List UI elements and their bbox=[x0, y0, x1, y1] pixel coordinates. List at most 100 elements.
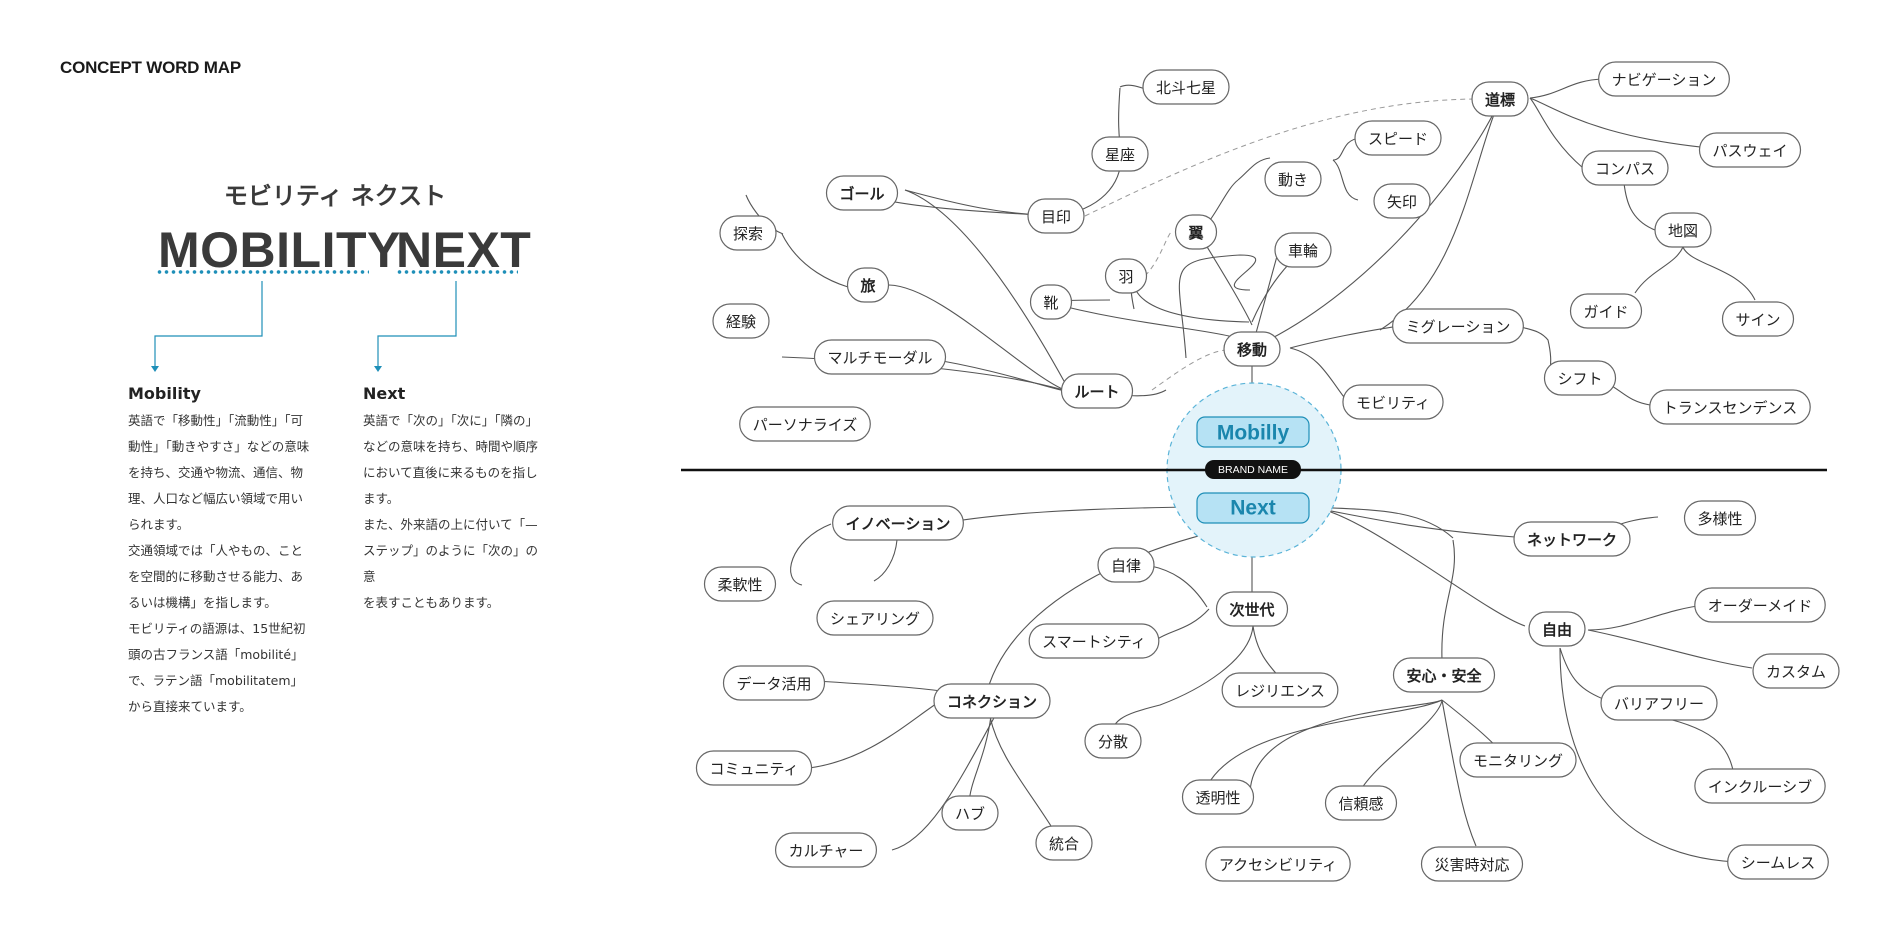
word-node-seiza: 星座 bbox=[1091, 136, 1149, 172]
page-title: CONCEPT WORD MAP bbox=[60, 58, 241, 77]
word-node-accessibility-label: アクセシビリティ bbox=[1219, 856, 1337, 874]
word-node-michishirube-bubble bbox=[1471, 81, 1529, 117]
word-node-tabi: 旅 bbox=[846, 267, 890, 303]
word-node-data: データ活用 bbox=[722, 665, 826, 701]
word-node-shinraikan-bubble bbox=[1324, 785, 1398, 821]
word-node-transcend-bubble bbox=[1649, 389, 1811, 425]
definition-mobility-title: Mobility bbox=[128, 384, 201, 403]
word-node-saigai-label: 災害時対応 bbox=[1434, 856, 1509, 874]
definition-next: Next 英語で「次の」「次に」「隣の」 などの意味を持ち、時間や順序 において… bbox=[363, 384, 548, 616]
word-node-tsubasa-label: 翼 bbox=[1187, 224, 1203, 242]
word-node-transcend-label: トランスセンデンス bbox=[1663, 399, 1797, 417]
word-node-jiritsu: 自律 bbox=[1097, 547, 1155, 583]
word-node-inclusive: インクルーシブ bbox=[1694, 768, 1826, 804]
word-node-hane: 羽 bbox=[1104, 258, 1148, 294]
word-node-accessibility-bubble bbox=[1205, 846, 1351, 882]
word-node-sign-label: サイン bbox=[1735, 311, 1780, 329]
word-node-route: ルート bbox=[1060, 373, 1134, 409]
word-node-tsubasa-bubble bbox=[1174, 214, 1218, 250]
word-node-transcend: トランスセンデンス bbox=[1649, 389, 1811, 425]
word-node-speed-label: スピード bbox=[1368, 130, 1428, 148]
word-node-community: コミュニティ bbox=[695, 750, 813, 786]
word-node-route-bubble bbox=[1060, 373, 1134, 409]
word-node-compass-bubble bbox=[1581, 150, 1669, 186]
word-node-hokuto-bubble bbox=[1142, 69, 1230, 105]
word-node-jisedai-bubble bbox=[1215, 591, 1289, 627]
word-node-multimodal-bubble bbox=[813, 339, 947, 375]
word-node-innovation-label: イノベーション bbox=[846, 515, 951, 533]
word-node-mejirushi-label: 目印 bbox=[1041, 208, 1071, 226]
brand-name-label: BRAND NAME bbox=[1218, 464, 1288, 476]
word-node-navigation-bubble bbox=[1598, 61, 1730, 97]
word-node-chizu: 地図 bbox=[1654, 212, 1712, 248]
word-node-speed-bubble bbox=[1354, 120, 1442, 156]
definition-next-text: 英語で「次の」「次に」「隣の」 などの意味を持ち、時間や順序 において直後に来る… bbox=[363, 413, 539, 610]
word-node-sharin-bubble bbox=[1274, 232, 1332, 268]
word-node-tayousei: 多様性 bbox=[1683, 500, 1757, 536]
word-node-tougou-bubble bbox=[1035, 825, 1093, 861]
word-node-ordermade-bubble bbox=[1694, 587, 1826, 623]
word-node-shinraikan-label: 信頼感 bbox=[1338, 795, 1383, 813]
word-node-ordermade-label: オーダーメイド bbox=[1708, 597, 1812, 615]
word-node-michishirube: 道標 bbox=[1471, 81, 1529, 117]
word-node-smartcity-bubble bbox=[1028, 623, 1160, 659]
word-node-innovation: イノベーション bbox=[832, 505, 964, 541]
brand-bottom-label: Next bbox=[1230, 497, 1276, 520]
next-underline bbox=[396, 269, 518, 275]
word-node-navigation: ナビゲーション bbox=[1598, 61, 1730, 97]
word-node-monitoring-label: モニタリング bbox=[1473, 752, 1563, 770]
word-node-michishirube-label: 道標 bbox=[1485, 91, 1515, 109]
word-node-anshin-bubble bbox=[1392, 657, 1496, 693]
word-node-jiyuu-bubble bbox=[1528, 611, 1586, 647]
word-node-tsubasa: 翼 bbox=[1174, 214, 1218, 250]
word-node-inclusive-label: インクルーシブ bbox=[1708, 778, 1812, 796]
word-node-route-label: ルート bbox=[1074, 383, 1119, 401]
word-node-idou-bubble bbox=[1223, 331, 1281, 367]
word-node-sharing-label: シェアリング bbox=[830, 610, 920, 628]
word-node-compass: コンパス bbox=[1581, 150, 1669, 186]
brand-word-next: NEXT bbox=[396, 222, 532, 278]
word-node-toumeisei-label: 透明性 bbox=[1195, 789, 1240, 807]
word-node-saigai-bubble bbox=[1420, 846, 1524, 882]
definition-mobility: Mobility 英語で「移動性」「流動性」「可 動性」「動きやすさ」などの意味… bbox=[128, 384, 313, 720]
definition-next-title: Next bbox=[363, 384, 406, 403]
word-node-toumeisei-bubble bbox=[1181, 779, 1255, 815]
brand-top-box bbox=[1196, 416, 1310, 448]
word-node-smartcity: スマートシティ bbox=[1028, 623, 1160, 659]
word-node-yajirushi-bubble bbox=[1373, 183, 1431, 219]
word-node-shift-label: シフト bbox=[1557, 370, 1602, 388]
word-node-guide-bubble bbox=[1569, 293, 1643, 329]
word-node-goal-label: ゴール bbox=[839, 185, 884, 203]
word-node-personalize: パーソナライズ bbox=[739, 406, 871, 442]
word-node-hane-bubble bbox=[1104, 258, 1148, 294]
word-node-bunsan-bubble bbox=[1084, 723, 1142, 759]
word-node-idou-label: 移動 bbox=[1237, 341, 1267, 359]
word-node-migration-label: ミグレーション bbox=[1406, 318, 1511, 336]
word-node-mejirushi-bubble bbox=[1027, 198, 1085, 234]
word-node-network-bubble bbox=[1513, 521, 1631, 557]
word-node-shinraikan: 信頼感 bbox=[1324, 785, 1398, 821]
word-node-kutsu: 靴 bbox=[1029, 284, 1073, 320]
word-node-migration: ミグレーション bbox=[1392, 308, 1524, 344]
word-node-pathway-label: パスウェイ bbox=[1712, 142, 1787, 160]
brand-bottom-box bbox=[1196, 492, 1310, 524]
brand-word-mobility: MOBILITY bbox=[158, 222, 401, 278]
brand-center: Mobilly BRAND NAME Next bbox=[681, 382, 1827, 558]
word-node-goal-bubble bbox=[825, 175, 899, 211]
word-node-tabi-bubble bbox=[846, 267, 890, 303]
word-node-mobility: モビリティ bbox=[1342, 384, 1444, 420]
definition-arrows bbox=[151, 281, 457, 372]
word-node-chizu-label: 地図 bbox=[1668, 222, 1698, 240]
word-node-speed: スピード bbox=[1354, 120, 1442, 156]
word-node-connection-label: コネクション bbox=[947, 693, 1037, 711]
word-node-jisedai-label: 次世代 bbox=[1229, 601, 1274, 619]
word-node-jiyuu-label: 自由 bbox=[1542, 621, 1572, 639]
word-node-anshin: 安心・安全 bbox=[1392, 657, 1496, 693]
word-node-custom: カスタム bbox=[1752, 653, 1840, 689]
map-dashed-links bbox=[1084, 98, 1477, 391]
word-node-barrierfree-bubble bbox=[1600, 685, 1718, 721]
word-node-connection-bubble bbox=[933, 683, 1051, 719]
word-node-anshin-label: 安心・安全 bbox=[1406, 667, 1482, 685]
word-node-network-label: ネットワーク bbox=[1527, 531, 1617, 549]
word-node-seamless-label: シームレス bbox=[1741, 854, 1816, 872]
